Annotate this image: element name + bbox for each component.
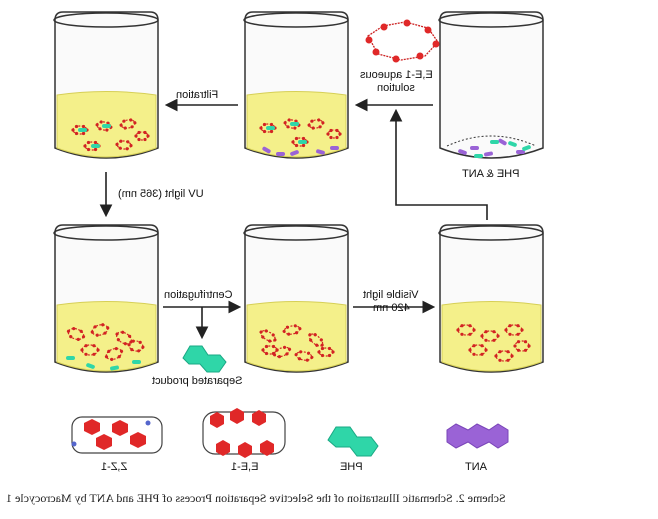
macrocycle-b5-0 <box>259 329 277 343</box>
phe-b4-1 <box>86 363 95 369</box>
ant-b2-1 <box>276 152 285 156</box>
phe-b4-0 <box>66 356 75 360</box>
label-filtration: Filtration <box>176 89 219 101</box>
legend-ant-shape <box>446 423 509 449</box>
ant-b2-2 <box>290 150 299 156</box>
beaker-top-right <box>438 11 544 159</box>
phe-b2-2 <box>298 140 307 144</box>
macrocycle-b6-3 <box>468 344 488 356</box>
phe-b3-3 <box>474 154 483 158</box>
macrocycle-b4-1 <box>90 323 110 337</box>
label-phe-ant: PHE & ANT <box>462 168 520 180</box>
figure-caption: Scheme 2. Schematic Illustration of the … <box>6 491 506 505</box>
ee1-macrocycle-free <box>365 19 440 63</box>
macrocycle-b1-5 <box>134 130 150 142</box>
legend-label-ee1: E,E-1 <box>231 461 259 473</box>
arrow-loop-up <box>389 108 488 220</box>
ant-b3-0 <box>458 149 467 155</box>
macrocycle-b5-5 <box>317 346 335 358</box>
macrocycle-b2-1 <box>283 118 301 130</box>
legend-zz1-shape <box>71 416 163 454</box>
phe-b3-2 <box>522 145 531 151</box>
macrocycle-b5-1 <box>282 324 302 336</box>
legend-label-phe: PHE <box>340 461 363 473</box>
ant-b3-2 <box>484 151 493 157</box>
ant-b3-4 <box>516 150 525 154</box>
phe-b4-3 <box>132 360 141 364</box>
phe-b4-2 <box>110 365 119 371</box>
legend-phe-shape <box>327 426 379 457</box>
label-separated-product: Separated product <box>152 375 243 387</box>
phe-b3-1 <box>508 141 517 147</box>
phe-b2-1 <box>290 122 299 126</box>
separated-product-phe <box>182 345 227 373</box>
phe-b1-1 <box>102 124 111 128</box>
macrocycle-b1-4 <box>115 139 133 151</box>
phe-b1-2 <box>91 144 100 148</box>
beaker-top-middle <box>243 11 349 159</box>
macrocycle-b4-5 <box>127 339 145 353</box>
legend-ee1-shape <box>202 408 286 458</box>
phe-b1-0 <box>78 128 87 132</box>
macrocycle-b2-3 <box>326 128 342 140</box>
phe-b2-0 <box>266 126 275 130</box>
ant-b3-1 <box>470 146 479 150</box>
ant-b3-3 <box>498 138 507 146</box>
beaker-top-left <box>53 11 159 159</box>
macrocycle-b6-0 <box>456 324 476 336</box>
phe-b3-0 <box>490 140 499 144</box>
macrocycle-b2-2 <box>307 118 325 130</box>
macrocycle-b6-1 <box>480 330 500 342</box>
macrocycle-b5-4 <box>294 350 314 362</box>
macrocycle-b4-3 <box>80 344 100 356</box>
ant-b2-3 <box>316 149 325 155</box>
macrocycle-b6-4 <box>494 350 514 362</box>
legend-label-ant: ANT <box>465 461 487 473</box>
label-uv-light: UV light (365 nm) <box>118 188 204 200</box>
macrocycle-b5-6 <box>261 344 279 356</box>
macrocycle-b6-5 <box>513 340 531 352</box>
macrocycle-b6-2 <box>504 324 524 336</box>
legend-label-zz1: Z,Z-1 <box>101 461 128 473</box>
label-visible-light: Visible light 420 nm <box>363 289 419 314</box>
beaker-bottom-left <box>53 224 159 373</box>
ant-b2-0 <box>262 146 271 154</box>
molecule-layer <box>66 118 531 371</box>
ant-b2-4 <box>330 146 339 150</box>
macrocycle-b4-4 <box>104 346 124 362</box>
beaker-bottom-middle <box>243 224 349 373</box>
label-centrifugation: Centrifugation <box>164 289 233 301</box>
macrocycle-b1-2 <box>119 118 137 130</box>
label-ee1-solution: E,E-1 aqueous solution <box>359 69 433 94</box>
macrocycle-b4-0 <box>66 326 86 342</box>
macrocycle-b5-2 <box>308 333 324 347</box>
